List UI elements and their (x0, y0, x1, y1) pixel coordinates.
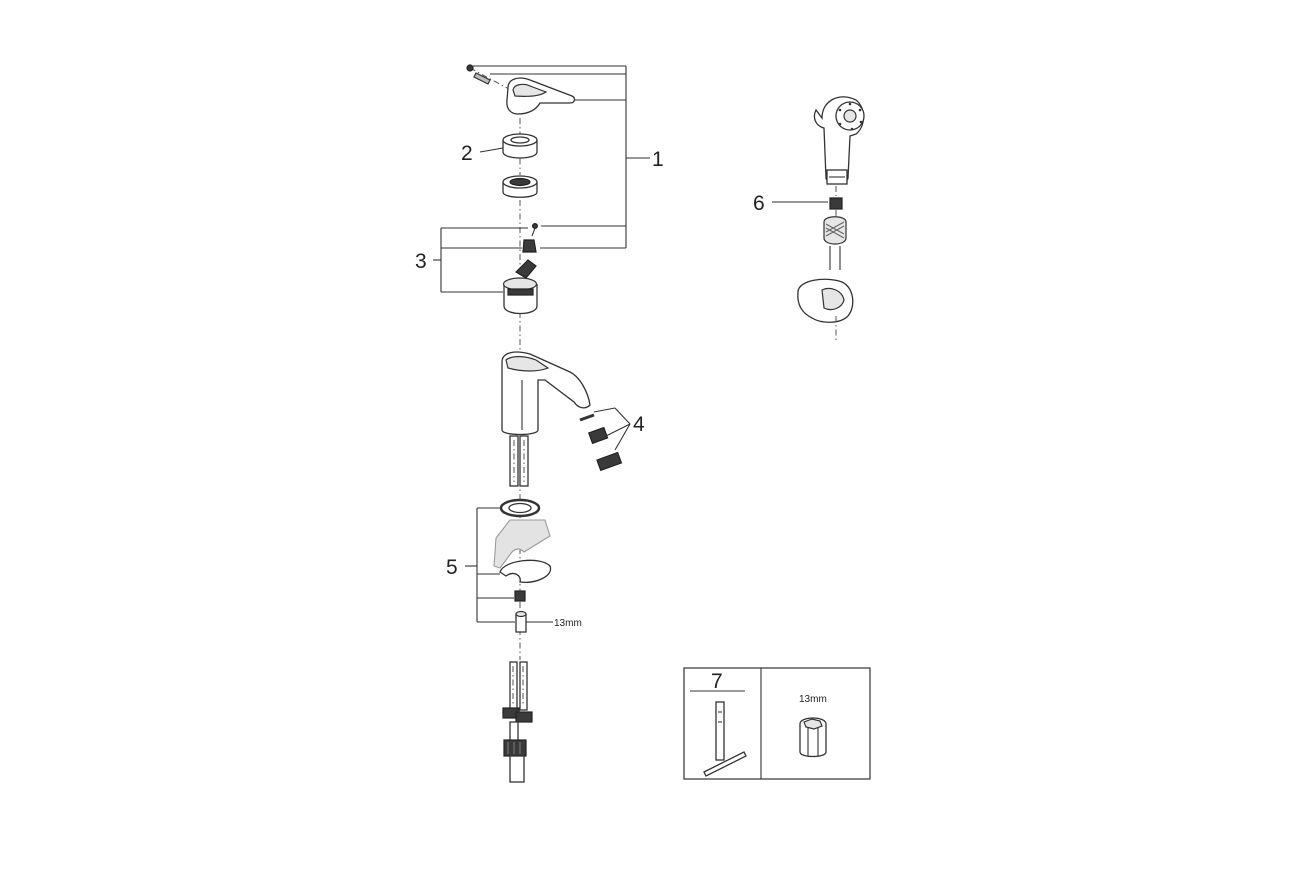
shower-hose (823, 216, 847, 270)
aerator-housing (596, 451, 623, 472)
callout-3-label: 3 (415, 250, 427, 273)
lever-handle (506, 77, 576, 115)
callout-5-bracket (465, 507, 553, 623)
faucet-body (501, 351, 591, 436)
cartridge-stem (522, 239, 537, 253)
mounting-seal-ring (499, 498, 541, 518)
callout-2-label: 2 (461, 142, 473, 165)
threaded-ring-nut (502, 175, 538, 198)
callout-7-label: 7 (711, 670, 723, 693)
mounting-horseshoe-washer (499, 559, 552, 583)
hand-shower (813, 96, 865, 185)
callout-1-label: 1 (652, 148, 664, 171)
aerator-seal (579, 413, 595, 422)
mounting-hex-nut (515, 610, 527, 633)
mounting-nut (514, 590, 526, 602)
tool-t-key (703, 701, 747, 777)
shower-seal (829, 197, 843, 210)
callout-4-label: 4 (633, 413, 645, 436)
callout-5-label: 5 (446, 556, 458, 579)
callout-6-label: 6 (753, 192, 765, 215)
supply-hoses-lower (502, 661, 533, 783)
callout-2-leader (479, 147, 504, 153)
nut-size-label: 13mm (554, 618, 582, 629)
wall-holder (797, 278, 854, 323)
cartridge-screw (531, 223, 538, 237)
callout-1-bracket (470, 65, 650, 249)
tool-size-label: 13mm (799, 694, 827, 705)
callout-4-bracket (593, 407, 631, 451)
tools-box (683, 667, 871, 780)
aerator-insert (588, 426, 609, 445)
mounting-gasket (493, 519, 551, 569)
tool-hex-socket (799, 717, 827, 758)
cover-ring (502, 133, 538, 159)
flexible-hoses-upper (509, 435, 529, 487)
callout-3-bracket (433, 227, 528, 293)
handle-screw (466, 64, 491, 85)
cartridge (502, 259, 538, 315)
